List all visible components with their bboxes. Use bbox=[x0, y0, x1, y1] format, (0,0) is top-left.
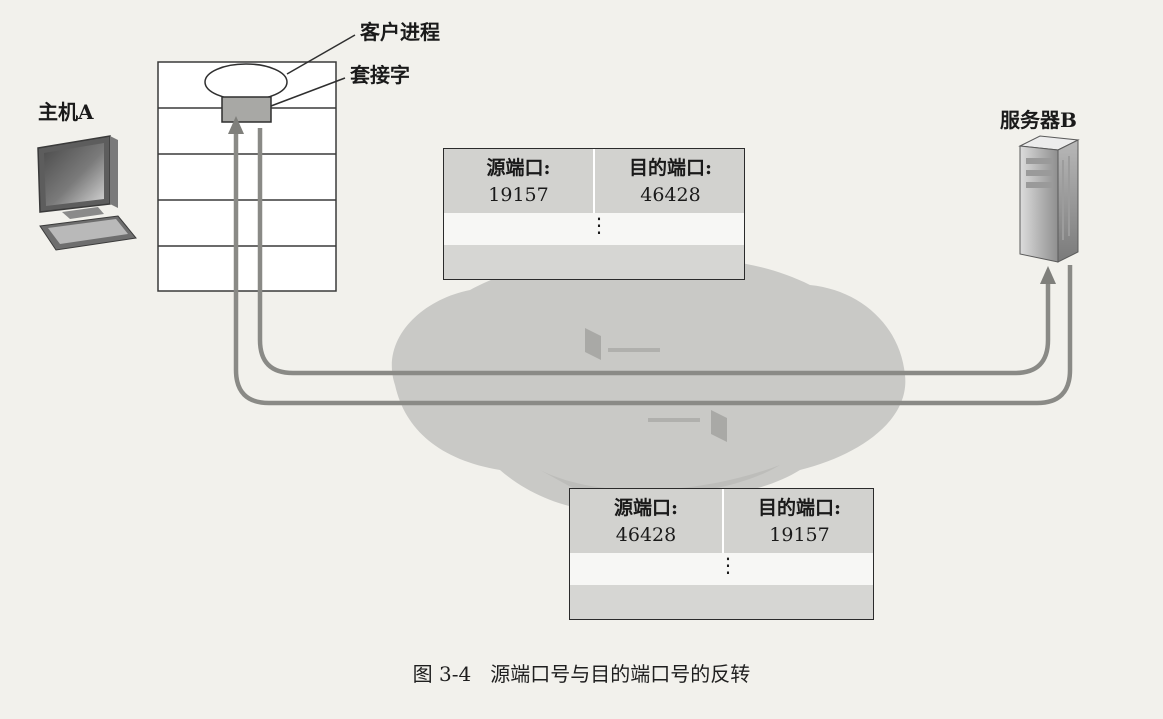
host-a-arrowhead bbox=[228, 116, 244, 134]
client-process-leader-line bbox=[286, 34, 356, 75]
source-port-value: 19157 bbox=[488, 184, 549, 206]
packet-toward-host-icon bbox=[648, 410, 727, 442]
ellipsis-icon: ⋮ bbox=[589, 213, 609, 237]
host-a-label: 主机A bbox=[38, 100, 94, 124]
socket-label: 套接字 bbox=[350, 63, 410, 87]
destination-port-label: 目的端口: bbox=[628, 157, 712, 179]
destination-port-value: 19157 bbox=[769, 524, 830, 546]
destination-port-value: 46428 bbox=[640, 184, 701, 206]
client-process-label: 客户进程 bbox=[360, 20, 440, 44]
source-port-label: 源端口: bbox=[486, 157, 551, 179]
server-tower-icon bbox=[1018, 135, 1080, 263]
segment-a-to-b: 源端口: 目的端口: 19157 46428 ⋮ bbox=[443, 148, 745, 280]
socket-box bbox=[221, 96, 272, 123]
ellipsis-icon: ⋮ bbox=[718, 553, 738, 577]
route-to-server-b bbox=[257, 128, 1051, 376]
figure-caption: 图 3-4 源端口号与目的端口号的反转 bbox=[412, 662, 751, 686]
source-port-value: 46428 bbox=[615, 524, 677, 546]
server-b-arrowhead bbox=[1040, 266, 1056, 284]
destination-port-label: 目的端口: bbox=[757, 497, 841, 519]
socket-leader-line bbox=[270, 77, 346, 107]
segment-b-to-a: 源端口: 目的端口: 46428 19157 ⋮ bbox=[569, 488, 874, 620]
packet-toward-server-icon bbox=[585, 328, 660, 360]
network-cloud bbox=[391, 257, 906, 511]
computer-icon bbox=[37, 135, 137, 251]
route-to-host-a bbox=[233, 130, 1073, 406]
client-process-ellipse bbox=[204, 63, 288, 101]
source-port-label: 源端口: bbox=[613, 497, 678, 519]
server-b-label: 服务器B bbox=[1000, 108, 1077, 132]
